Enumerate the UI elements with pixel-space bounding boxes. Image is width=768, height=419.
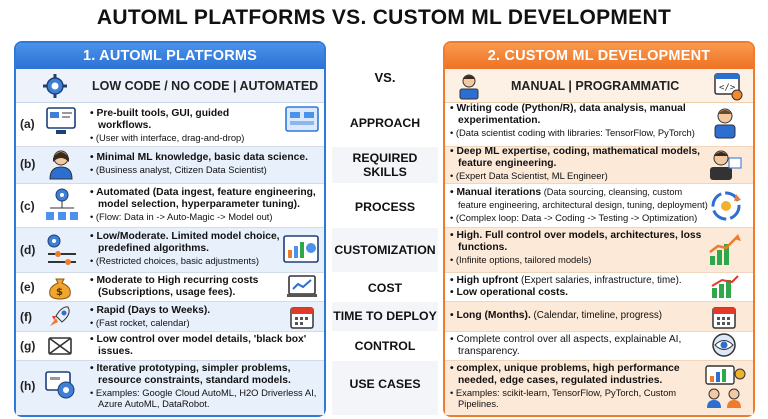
usecases-automl-sub: • Examples: Google Cloud AutoML, H2O Dri…: [90, 387, 317, 410]
row-bg: [445, 361, 753, 415]
custom-ml-panel-header: 2. CUSTOM ML DEVELOPMENT: [445, 43, 753, 69]
automl-subtitle: LOW CODE / NO CODE | AUTOMATED: [92, 79, 319, 93]
process-custom-main: • Manual iterations: [450, 187, 542, 198]
money-bag-icon: $: [46, 274, 74, 300]
process-custom-detail: (Data sourcing, cleansing, custom featur…: [458, 187, 708, 211]
rocket-icon: [46, 304, 74, 330]
ml-engineer-icon: [707, 148, 743, 182]
gear-network-icon: [40, 72, 70, 100]
gui-workflow-icon: [44, 104, 78, 138]
growth-chart-icon: [706, 232, 744, 268]
customization-automl-main: • Low/Moderate. Limited model choice, pr…: [90, 231, 280, 255]
row-label-a: (a): [20, 117, 35, 131]
process-automl-main: • Automated (Data ingest, feature engine…: [90, 187, 316, 211]
vs-label: VS.: [374, 70, 396, 85]
row-label-c: (c): [20, 199, 35, 213]
business-user-icon: [46, 148, 76, 180]
category-cost: COST: [367, 281, 403, 295]
limited-choice-icon: [44, 232, 80, 268]
drag-drop-screen-icon: [284, 104, 320, 136]
code-window-icon: </>: [713, 71, 743, 101]
skills-custom-main: • Deep ML expertise, coding, mathematica…: [450, 146, 701, 170]
control-custom-main: • Complete control over all aspects, exp…: [450, 334, 682, 358]
subscription-screen-icon: [286, 274, 318, 300]
category-approach: APPROACH: [349, 116, 421, 130]
row-label-f: (f): [20, 310, 32, 324]
customization-custom-sub: • (Infinite options, tailored models): [450, 254, 592, 266]
category-required-skills: REQUIRED SKILLS: [352, 151, 418, 179]
time-custom-main: • Long (Months).: [450, 310, 531, 321]
row-bg: [445, 302, 753, 331]
row-bg: [332, 147, 438, 183]
control-automl-main: • Low control over model details, 'black…: [90, 334, 307, 358]
automated-flow-icon: [44, 186, 80, 224]
approach-custom-main: • Writing code (Python/R), data analysis…: [450, 103, 686, 127]
row-bg: [445, 147, 753, 183]
skills-custom-sub: • (Expert Data Scientist, ML Engineer): [450, 170, 608, 182]
iteration-loop-icon: [708, 188, 744, 224]
row-label-h: (h): [20, 379, 36, 393]
customization-custom-main: • High. Full control over models, archit…: [450, 230, 702, 254]
automl-panel: 1. AUTOML PLATFORMS LOW CODE / NO CODE |…: [14, 41, 326, 417]
automl-subtitle-bar: LOW CODE / NO CODE | AUTOMATED: [16, 69, 324, 103]
process-custom-sub: • (Complex loop: Data -> Coding -> Testi…: [450, 212, 698, 224]
time-automl-main: • Rapid (Days to Weeks).: [90, 305, 211, 316]
row-bg: [332, 302, 438, 331]
row-label-b: (b): [20, 157, 36, 171]
prototyping-icon: [44, 368, 76, 402]
row-bg: [445, 228, 753, 272]
category-control: CONTROL: [354, 339, 416, 353]
dashboard-chart-icon: [282, 234, 320, 266]
process-automl-sub: • (Flow: Data in -> Auto-Magic -> Model …: [90, 211, 273, 223]
data-scientist-icon: [707, 106, 743, 140]
category-customization: CUSTOMIZATION: [334, 243, 436, 257]
cost-custom-detail: (Expert salaries, infrastructure, time).: [518, 275, 682, 286]
time-custom-detail: (Calendar, timeline, progress): [530, 310, 663, 321]
usecases-custom-sub: • Examples: scikit-learn, TensorFlow, Py…: [450, 387, 677, 410]
cost-chart-icon: [708, 274, 742, 300]
calendar-timeline-icon: [710, 304, 738, 330]
row-bg: [332, 228, 438, 272]
calendar-icon: [288, 304, 316, 330]
usecases-automl-main: • Iterative prototyping, simpler problem…: [90, 363, 291, 387]
time-automl-sub: • (Fast rocket, calendar): [90, 317, 190, 329]
cost-automl-main: • Moderate to High recurring costs (Subs…: [90, 275, 259, 299]
row-bg: [332, 361, 438, 415]
transparency-eye-icon: [710, 332, 738, 358]
custom-ml-panel: 2. CUSTOM ML DEVELOPMENT MANUAL | PROGRA…: [443, 41, 755, 417]
row-label-g: (g): [20, 339, 36, 353]
skills-automl-main: • Minimal ML knowledge, basic data scien…: [90, 152, 308, 163]
category-process: PROCESS: [354, 200, 416, 214]
cost-custom-main: • High upfront: [450, 275, 519, 286]
category-use-cases: USE CASES: [349, 377, 421, 391]
black-box-icon: [46, 334, 74, 358]
row-label-d: (d): [20, 243, 36, 257]
team-analytics-icon: [704, 364, 748, 410]
custom-ml-subtitle-bar: MANUAL | PROGRAMMATIC </>: [445, 69, 753, 103]
svg-text:</>: </>: [719, 83, 736, 93]
custom-ml-subtitle: MANUAL | PROGRAMMATIC: [511, 79, 680, 93]
programmer-icon: [455, 72, 483, 100]
cost-custom-operational: • Low operational costs.: [450, 287, 569, 299]
svg-text:$: $: [56, 287, 63, 298]
row-label-e: (e): [20, 280, 35, 294]
page-title: AUTOML PLATFORMS VS. CUSTOM ML DEVELOPME…: [96, 6, 672, 29]
approach-automl-main: • Pre-built tools, GUI, guided workflows…: [90, 108, 230, 132]
approach-automl-sub: • (User with interface, drag-and-drop): [90, 132, 245, 144]
category-time-to-deploy: TIME TO DEPLOY: [333, 309, 437, 323]
customization-automl-sub: • (Restricted choices, basic adjustments…: [90, 255, 259, 267]
skills-automl-sub: • (Business analyst, Citizen Data Scient…: [90, 164, 267, 176]
automl-panel-header: 1. AUTOML PLATFORMS: [16, 43, 324, 69]
approach-custom-sub: • (Data scientist coding with libraries:…: [450, 127, 695, 139]
usecases-custom-main: • complex, unique problems, high perform…: [450, 363, 680, 387]
